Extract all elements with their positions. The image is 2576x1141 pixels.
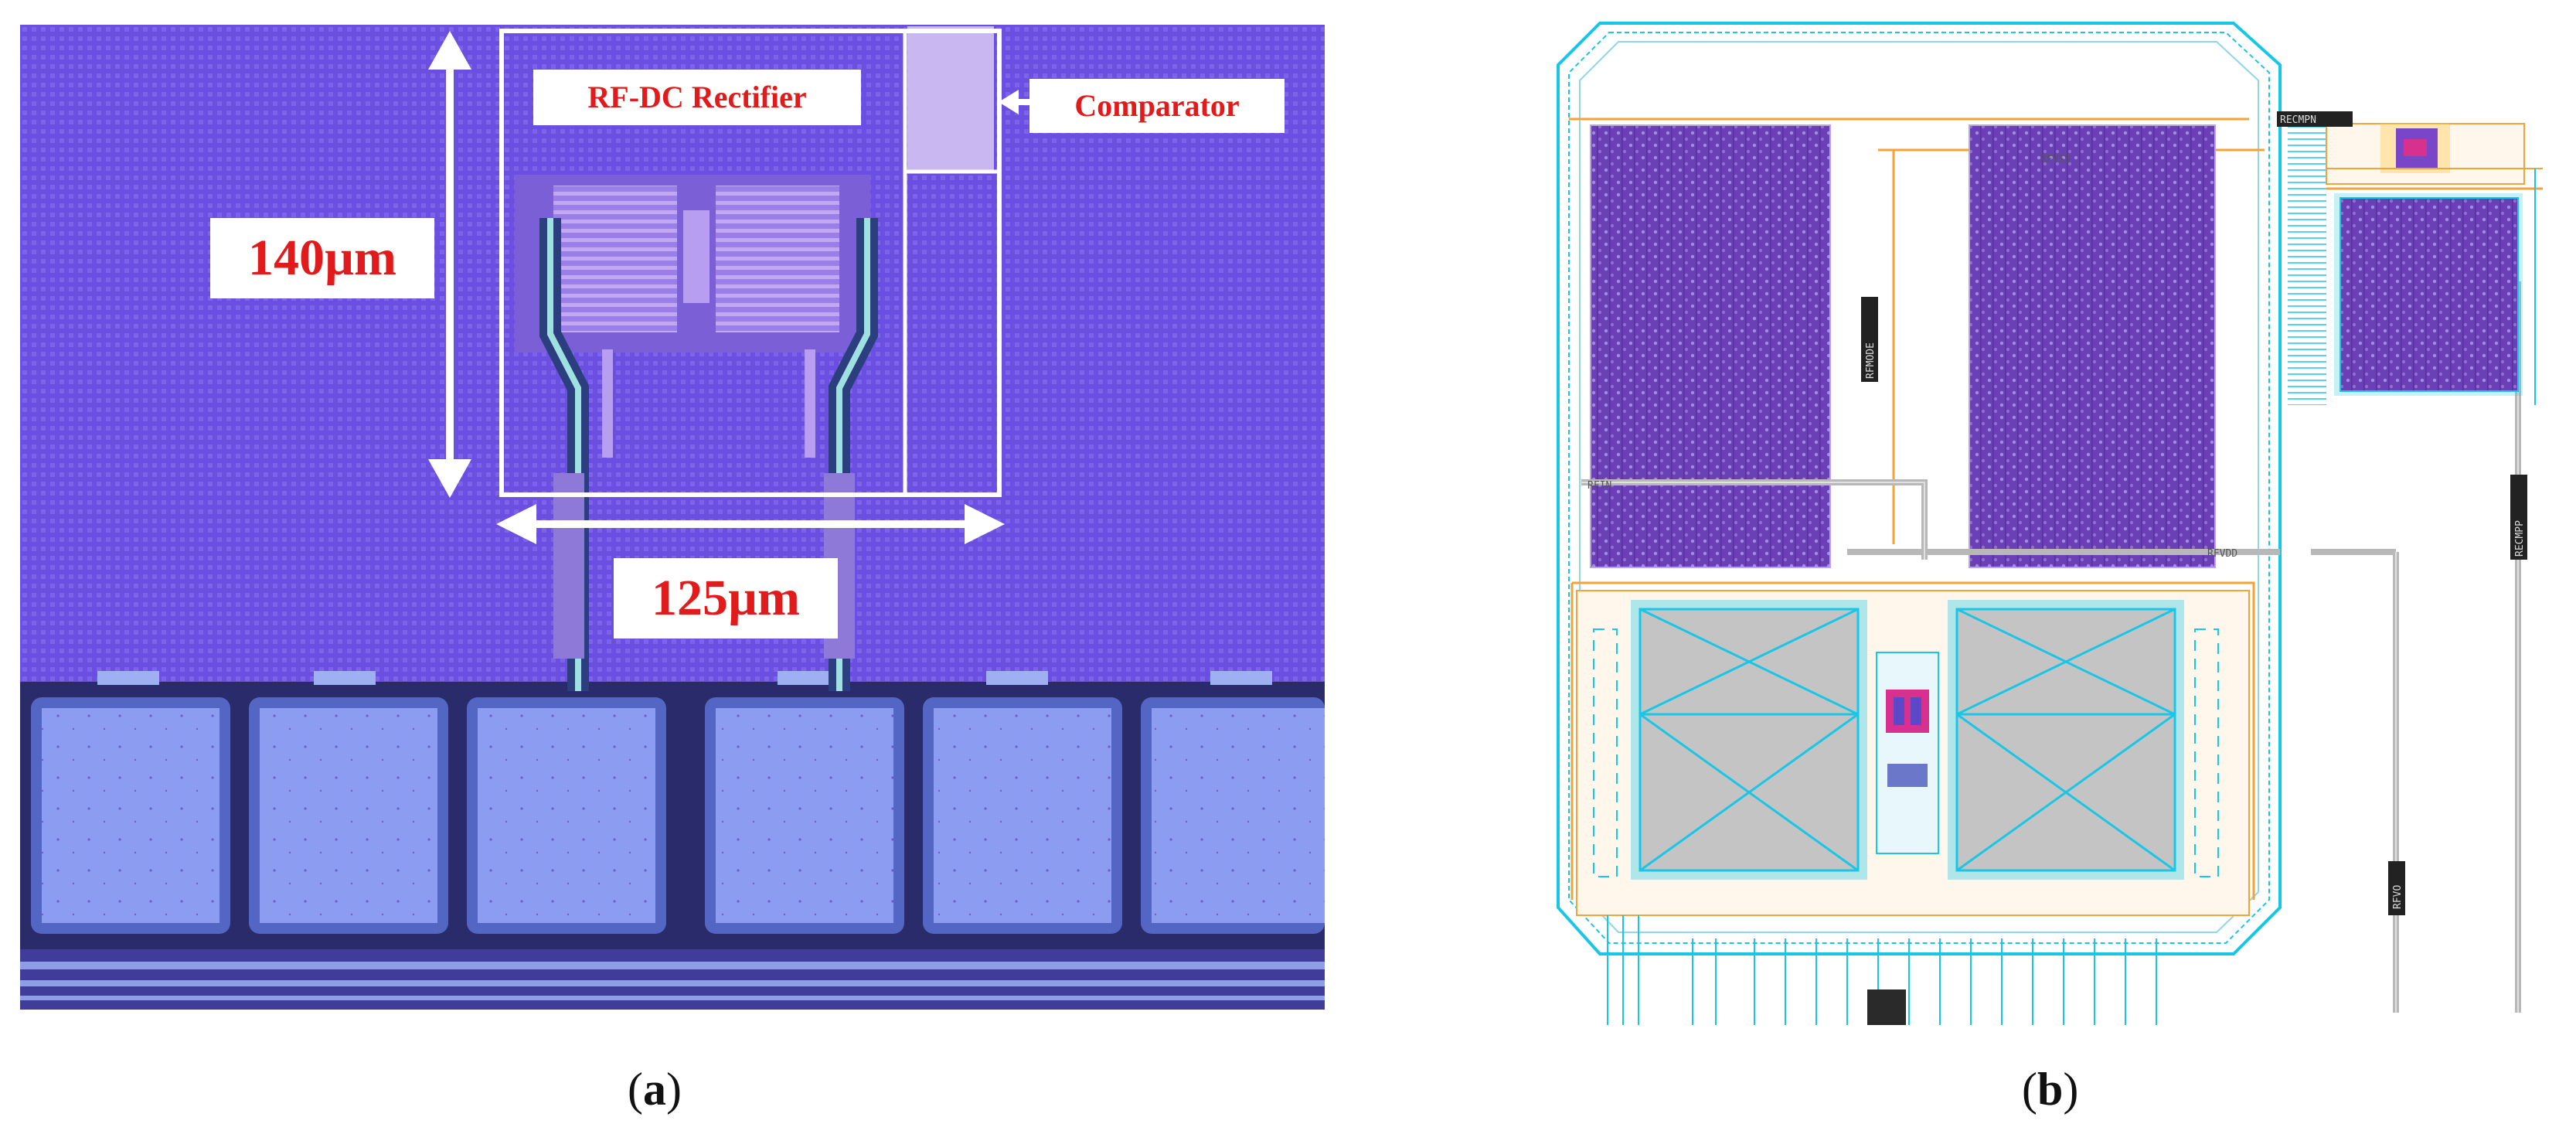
- bond-pad-row: [20, 671, 1325, 949]
- guard-ring: [1557, 22, 2282, 955]
- bond-pad: [42, 708, 219, 923]
- comparator-layout: [2288, 111, 2543, 405]
- net-labels: RECMPN RFMODE RECMPP RFVO RFIN RFVSS RFV…: [1587, 111, 2527, 915]
- bond-pad: [934, 708, 1111, 923]
- bond-pad: [1152, 708, 1325, 923]
- capacitor-array-left: [1590, 124, 1831, 568]
- height-dimension-label: 140µm: [210, 218, 434, 298]
- caption-letter-a: a: [642, 1064, 666, 1115]
- comparator-block: [907, 26, 994, 170]
- bond-pad: [716, 708, 893, 923]
- chip-layout-image: RECMPN RFMODE RECMPP RFVO RFIN RFVSS RFV…: [1557, 22, 2543, 1025]
- net-label-rfvo: RFVO: [2392, 885, 2404, 909]
- die-micrograph-image: [20, 25, 1325, 1010]
- capacitor-array-right: [1969, 124, 2216, 568]
- die-micrograph-panel: RF-DC Rectifier Comparator 140µm 125µm: [20, 25, 1325, 1010]
- caption-letter-b: b: [2037, 1064, 2064, 1115]
- net-label-rfin: RFIN: [1587, 480, 1611, 492]
- height-dimension-arrow: [428, 31, 471, 498]
- net-label-recmpp: RECMPP: [2514, 520, 2526, 557]
- net-label-rfvss: RFVSS: [2040, 154, 2071, 165]
- circuit-outline-box: [499, 29, 1002, 497]
- bond-pad: [260, 708, 437, 923]
- width-dimension-label: 125µm: [614, 558, 838, 639]
- caption-panel-a: (a): [628, 1064, 682, 1115]
- bond-pad: [478, 708, 655, 923]
- chip-layout-panel: RECMPN RFMODE RECMPP RFVO RFIN RFVSS RFV…: [1553, 19, 2558, 1025]
- rectifier-circuit: [515, 175, 878, 691]
- width-dimension-arrow: [496, 504, 1005, 544]
- comparator-label: Comparator: [1029, 79, 1285, 133]
- rectifier-transistor-block: [1576, 590, 2250, 916]
- net-label-rfvdd: RFVDD: [2207, 548, 2237, 560]
- net-label-rfmode: RFMODE: [1865, 342, 1877, 379]
- net-label-recmpn: RECMPN: [2280, 114, 2316, 126]
- rectifier-label: RF-DC Rectifier: [533, 70, 861, 125]
- caption-panel-b: (b): [2022, 1064, 2079, 1115]
